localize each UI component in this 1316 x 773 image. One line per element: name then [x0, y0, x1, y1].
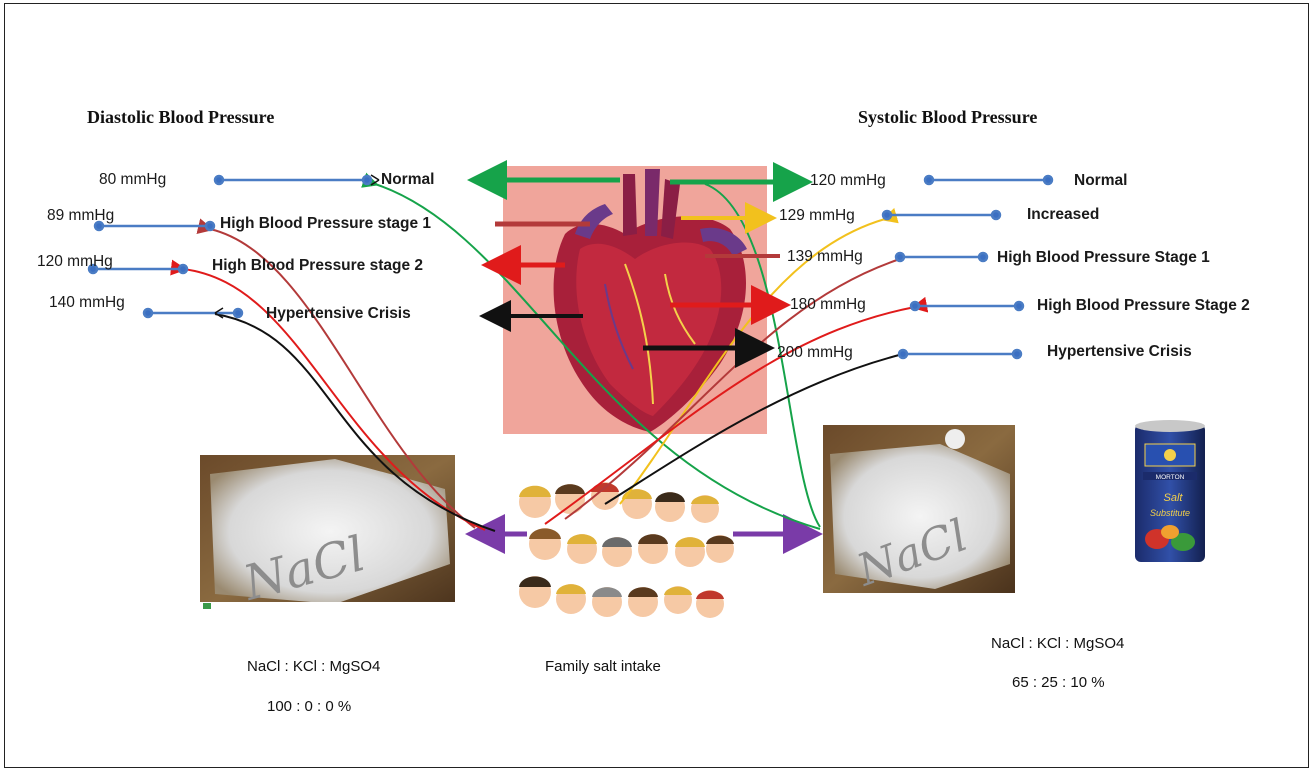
diastolic-label-normal: Normal — [381, 171, 434, 189]
nacl-photo-left: NaCl — [200, 455, 455, 612]
diastolic-heading: Diastolic Blood Pressure — [87, 107, 274, 128]
diastolic-label-crisis: Hypertensive Crisis — [266, 305, 411, 323]
diastolic-label-stage2: High Blood Pressure stage 2 — [212, 257, 423, 275]
systolic-label-crisis: Hypertensive Crisis — [1047, 343, 1192, 361]
diastolic-value-89: 89 mmHg — [47, 207, 114, 225]
family-illustration — [519, 482, 734, 618]
systolic-value-120: 120 mmHg — [810, 172, 886, 190]
systolic-value-200: 200 mmHg — [777, 344, 853, 362]
systolic-label-stage1: High Blood Pressure Stage 1 — [997, 249, 1210, 267]
diastolic-value-140: 140 mmHg — [49, 294, 125, 312]
systolic-value-139: 139 mmHg — [787, 248, 863, 266]
systolic-label-increased: Increased — [1027, 206, 1099, 224]
salt-brand-text: MORTON — [1156, 474, 1185, 481]
diastolic-value-120: 120 mmHg — [37, 253, 113, 271]
heart-illustration — [503, 166, 767, 434]
diastolic-value-80: 80 mmHg — [99, 171, 166, 189]
diagram-frame: NaCl NaCl MORTON Salt Substitute — [4, 3, 1309, 768]
systolic-value-129: 129 mmHg — [779, 207, 855, 225]
diastolic-value-lines — [89, 176, 371, 317]
left-ratio-value: 100 : 0 : 0 % — [267, 698, 351, 715]
systolic-heading: Systolic Blood Pressure — [858, 107, 1037, 128]
systolic-value-180: 180 mmHg — [790, 296, 866, 314]
nacl-photo-right: NaCl — [823, 425, 1015, 597]
systolic-value-lines — [883, 176, 1052, 358]
family-caption: Family salt intake — [545, 658, 661, 675]
right-ratio-value: 65 : 25 : 10 % — [1012, 674, 1105, 691]
salt-substitute-line1: Salt — [1164, 492, 1184, 504]
salt-substitute-can: MORTON Salt Substitute — [1135, 420, 1205, 562]
left-ratio-label: NaCl : KCl : MgSO4 — [247, 658, 380, 675]
systolic-label-normal: Normal — [1074, 172, 1127, 190]
right-ratio-label: NaCl : KCl : MgSO4 — [991, 635, 1124, 652]
systolic-label-stage2: High Blood Pressure Stage 2 — [1037, 297, 1250, 315]
diastolic-label-stage1: High Blood Pressure stage 1 — [220, 215, 431, 233]
salt-substitute-line2: Substitute — [1150, 508, 1190, 518]
